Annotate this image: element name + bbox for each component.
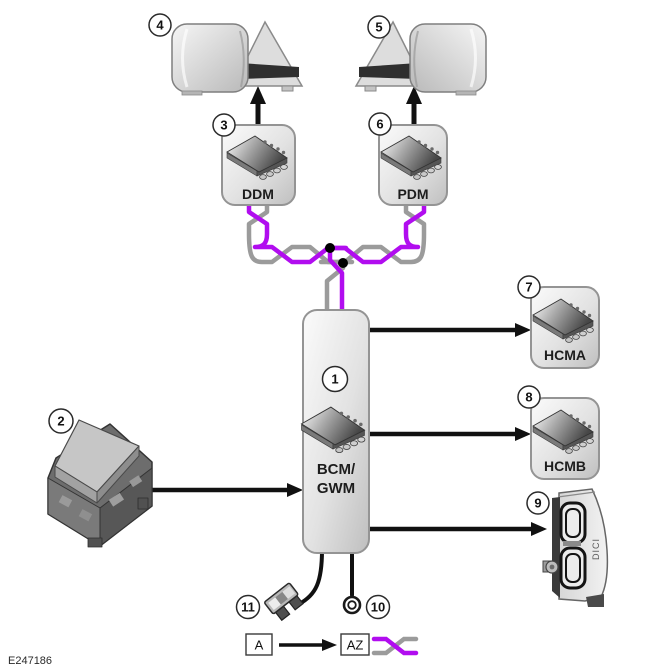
junction-dot-secondary: [338, 258, 348, 268]
ground-ring-terminal: [342, 595, 362, 615]
arrow-ddm-to-mirror: [250, 86, 266, 125]
svg-text:1: 1: [331, 372, 338, 387]
legend-twisted-pair-icon: [371, 636, 419, 656]
module-hcmb: HCMB: [530, 397, 600, 480]
hcma-label: HCMA: [544, 347, 586, 363]
bcm-label-line2: GWM: [317, 480, 355, 497]
svg-text:7: 7: [525, 280, 532, 295]
hcmb-label: HCMB: [544, 458, 586, 474]
svg-text:6: 6: [376, 117, 383, 132]
twisted-pair-bcm-drop: [324, 245, 346, 318]
arrow-junctionbox-to-bcm: [150, 483, 303, 497]
callout-8: 8: [517, 385, 541, 409]
arrows: [150, 86, 547, 536]
svg-text:5: 5: [375, 20, 382, 35]
twisted-pair-ddm: [246, 197, 355, 265]
legend: A AZ: [245, 633, 419, 656]
module-pdm: PDM: [378, 124, 448, 206]
headlamp: DICI: [542, 488, 609, 607]
twisted-pair-network: [246, 197, 427, 318]
junction-box: [47, 419, 153, 548]
ddm-label: DDM: [242, 186, 274, 202]
headlamp-marking: DICI: [591, 538, 601, 560]
figure-id: E247186: [8, 655, 52, 667]
callout-10: 10: [365, 594, 391, 620]
pdm-label: PDM: [397, 186, 428, 202]
door-mirror-left: [170, 20, 304, 97]
callout-2: 2: [48, 408, 74, 434]
legend-label-az: AZ: [347, 638, 364, 653]
arrow-bcm-to-hcmb: [369, 427, 531, 441]
callout-7: 7: [517, 275, 541, 299]
bcm-bottom-leads: [297, 548, 354, 606]
svg-text:4: 4: [156, 18, 164, 33]
svg-text:9: 9: [534, 496, 541, 511]
svg-text:3: 3: [220, 118, 227, 133]
svg-text:11: 11: [241, 600, 255, 615]
module-bcm-gwm: BCM/ GWM: [300, 309, 370, 554]
callout-4: 4: [148, 13, 172, 37]
bcm-label-line1: BCM/: [317, 461, 356, 478]
callout-6: 6: [368, 112, 392, 136]
wire-to-fuse: [297, 548, 324, 606]
callout-11: 11: [235, 594, 261, 620]
legend-arrow: [279, 639, 337, 651]
fuse: [264, 582, 304, 622]
module-ddm: DDM: [221, 124, 296, 206]
legend-box-az: [340, 633, 370, 656]
arrow-bcm-to-hcma: [369, 323, 531, 337]
svg-text:2: 2: [57, 414, 64, 429]
svg-text:8: 8: [525, 390, 532, 405]
junction-dot-primary: [325, 243, 335, 253]
arrow-bcm-to-headlamp: [369, 522, 547, 536]
legend-label-a: A: [255, 638, 264, 653]
module-hcma: HCMA: [530, 286, 600, 369]
legend-box-a: [245, 633, 273, 656]
callout-3: 3: [212, 113, 236, 137]
arrow-pdm-to-mirror: [406, 86, 422, 125]
callout-5: 5: [367, 15, 391, 39]
callouts: 1 2 3 4 5 6 7 8: [48, 13, 550, 620]
twisted-pair-pdm: [318, 197, 427, 265]
svg-text:10: 10: [371, 600, 385, 615]
callout-1: 1: [321, 365, 349, 393]
callout-9: 9: [526, 491, 550, 515]
